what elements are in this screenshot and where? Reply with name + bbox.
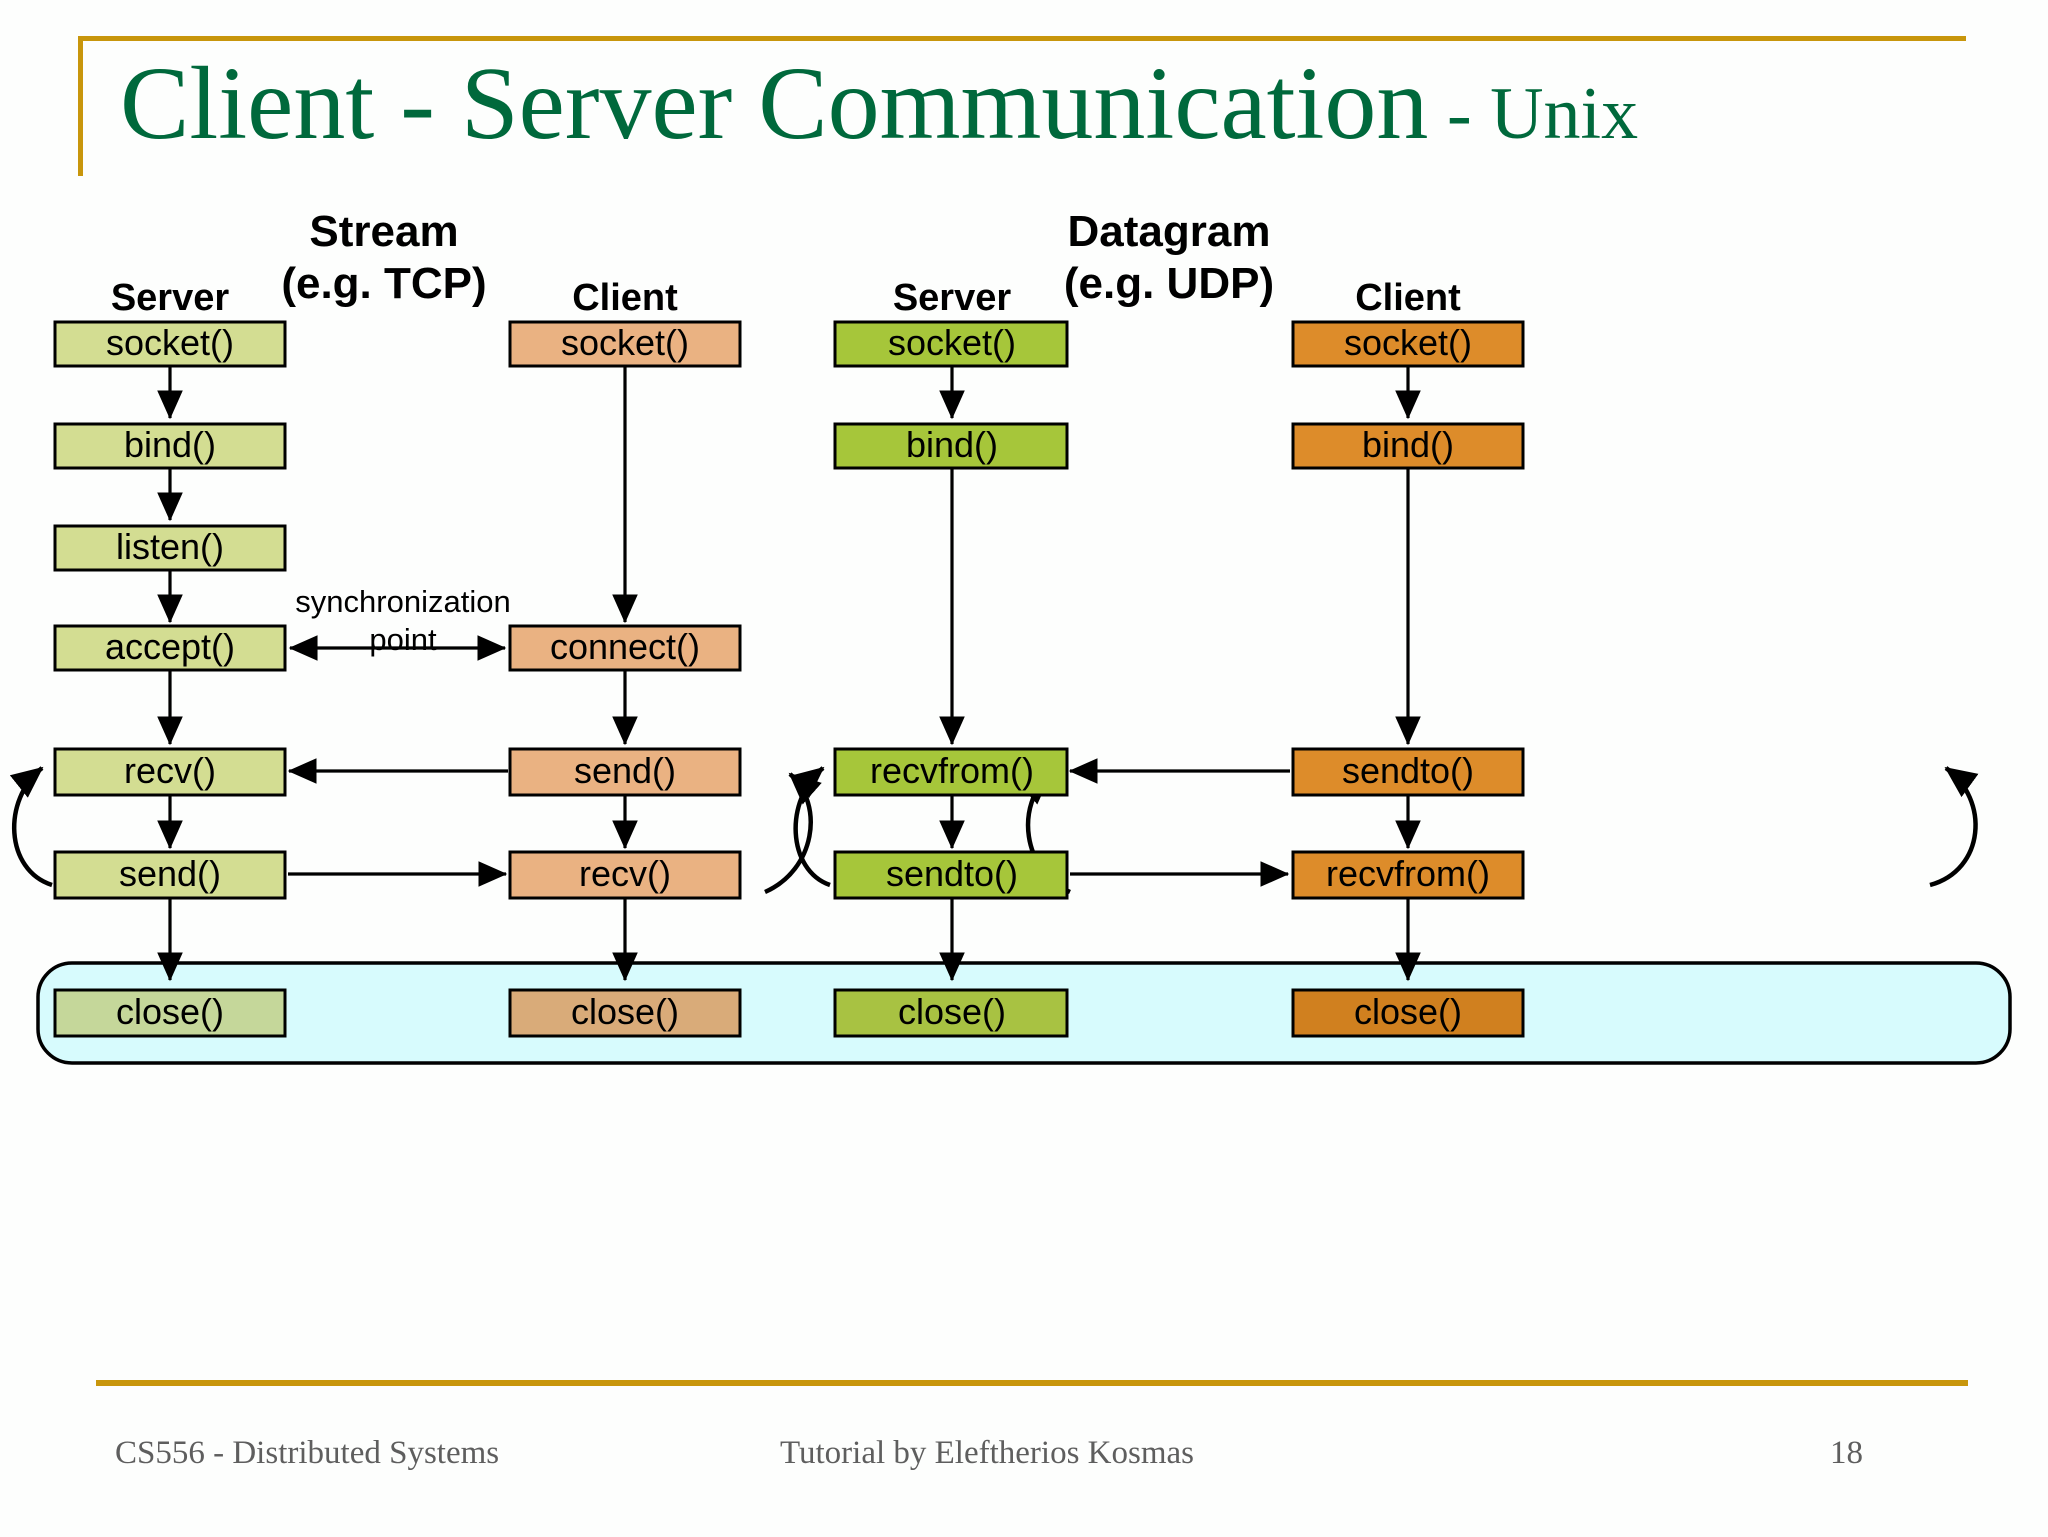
group-header-datagram-line2: (e.g. UDP) <box>1064 259 1274 308</box>
node-label: socket() <box>561 322 689 363</box>
title-top-rule <box>78 36 1966 41</box>
node-label: bind() <box>124 424 216 465</box>
node-stream-server-send[interactable]: send() <box>53 850 287 900</box>
node-label: socket() <box>106 322 234 363</box>
node-label: recv() <box>124 750 216 791</box>
title-left-rule <box>78 36 83 176</box>
node-label: accept() <box>105 626 235 667</box>
node-label: recvfrom() <box>870 750 1034 791</box>
node-stream-server-bind[interactable]: bind() <box>53 422 287 470</box>
node-label: sendto() <box>886 853 1018 894</box>
node-stream-server-socket[interactable]: socket() <box>53 320 287 368</box>
node-stream-client-send[interactable]: send() <box>508 747 742 797</box>
node-datagram-server-socket[interactable]: socket() <box>833 320 1069 368</box>
footer-course-label: CS556 - Distributed Systems <box>115 1435 500 1471</box>
footer-rule <box>96 1380 1968 1386</box>
node-stream-server-listen[interactable]: listen() <box>53 524 287 572</box>
node-label: bind() <box>906 424 998 465</box>
node-datagram-client-close[interactable]: close() <box>1291 988 1525 1038</box>
node-stream-client-recv[interactable]: recv() <box>508 850 742 900</box>
column-header-datagram-client: Client <box>1355 277 1461 319</box>
node-label: connect() <box>550 626 700 667</box>
group-header-datagram: Datagram (e.g. UDP) <box>1064 207 1274 308</box>
node-label: close() <box>571 991 679 1032</box>
node-stream-client-close[interactable]: close() <box>508 988 742 1038</box>
loop-arrow-datagram-server <box>790 766 831 888</box>
node-label: sendto() <box>1342 750 1474 791</box>
node-label: socket() <box>1344 322 1472 363</box>
sync-label-line2: point <box>369 622 437 657</box>
page-title-suffix: - Unix <box>1428 73 1639 155</box>
group-header-stream-line2: (e.g. TCP) <box>281 259 486 308</box>
node-stream-client-socket[interactable]: socket() <box>508 320 742 368</box>
page-title-main: Client - Server Communication <box>120 46 1429 161</box>
column-header-stream-server: Server <box>111 277 230 319</box>
node-label: send() <box>119 853 221 894</box>
node-label: listen() <box>116 526 224 567</box>
node-datagram-server-close[interactable]: close() <box>833 988 1069 1038</box>
node-datagram-server-bind[interactable]: bind() <box>833 422 1069 470</box>
node-label: recvfrom() <box>1326 853 1490 894</box>
node-datagram-client-socket[interactable]: socket() <box>1291 320 1525 368</box>
node-datagram-client-bind[interactable]: bind() <box>1291 422 1525 470</box>
node-label: close() <box>898 991 1006 1032</box>
client-server-flow-diagram: Stream (e.g. TCP) Datagram (e.g. UDP) Se… <box>0 180 2048 1380</box>
column-header-datagram-server: Server <box>893 277 1012 319</box>
loop-arrow-datagram-client <box>1929 766 1979 888</box>
footer-page-number: 18 <box>1830 1435 1863 1471</box>
node-datagram-client-sendto[interactable]: sendto() <box>1291 747 1525 797</box>
footer-author-label: Tutorial by Eleftherios Kosmas <box>780 1435 1194 1471</box>
node-stream-server-close[interactable]: close() <box>53 988 287 1038</box>
node-datagram-client-recvfrom[interactable]: recvfrom() <box>1291 850 1525 900</box>
node-stream-server-accept[interactable]: accept() <box>53 624 287 672</box>
column-header-stream-client: Client <box>572 277 678 319</box>
node-label: socket() <box>888 322 1016 363</box>
node-datagram-server-recvfrom[interactable]: recvfrom() <box>833 747 1069 797</box>
synchronization-point-label: synchronization point <box>295 584 510 657</box>
node-label: close() <box>116 991 224 1032</box>
group-header-stream-line1: Stream <box>309 207 458 256</box>
page-title: Client - Server Communication - Unix <box>120 52 1970 156</box>
node-label: send() <box>574 750 676 791</box>
loop-arrow-stream-server <box>9 766 53 888</box>
node-stream-client-connect[interactable]: connect() <box>508 624 742 672</box>
node-label: bind() <box>1362 424 1454 465</box>
sync-label-line1: synchronization <box>295 584 510 619</box>
node-label: close() <box>1354 991 1462 1032</box>
node-datagram-server-sendto[interactable]: sendto() <box>833 850 1069 900</box>
group-header-stream: Stream (e.g. TCP) <box>281 207 486 308</box>
group-header-datagram-line1: Datagram <box>1068 207 1271 256</box>
node-label: recv() <box>579 853 671 894</box>
node-stream-server-recv[interactable]: recv() <box>53 747 287 797</box>
